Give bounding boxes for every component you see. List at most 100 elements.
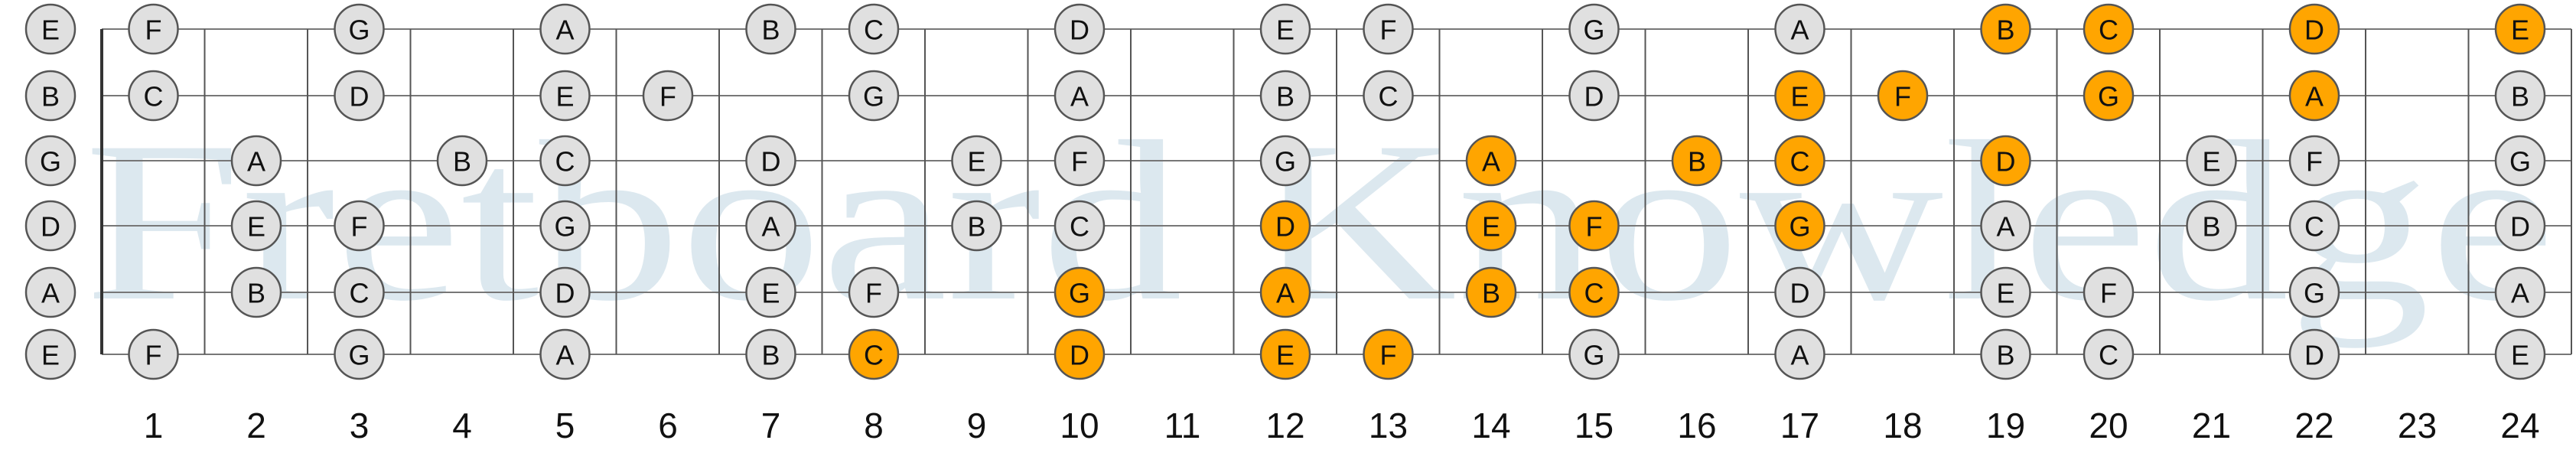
note-label: F [1380,15,1397,46]
note-fret-17-string-4: G [1774,200,1825,252]
note-circle [642,70,694,122]
fret-number-11: 11 [1164,406,1201,445]
highlighted-note-circle [2288,3,2340,55]
note-fret-21-string-4: B [2186,200,2237,252]
note-label: E [967,146,985,178]
note-label: A [2511,278,2529,309]
fret-number-16: 16 [1677,406,1716,445]
note-label: D [1996,146,2016,178]
highlighted-note-circle [1980,3,2031,55]
note-circle [128,70,179,122]
fret-lines [100,29,2572,354]
note-circle [2494,135,2546,187]
note-fret-12-string-6: E [1259,328,1311,380]
note-label: B [453,146,471,178]
note-circle [436,135,488,187]
note-circle [2288,328,2340,380]
note-fret-15-string-6: G [1568,328,1620,380]
highlighted-note-circle [1259,266,1311,318]
note-label: E [1482,211,1500,243]
note-fret-13-string-6: F [1363,328,1414,380]
open-note-string-5: A [24,266,77,318]
note-fret-24-string-3: G [2494,135,2546,187]
fret-number-2: 2 [246,406,266,445]
fret-number-8: 8 [864,406,884,445]
note-fret-8-string-6: C [848,328,900,380]
note-circle [2083,328,2135,380]
note-label: B [1276,81,1295,112]
note-label: A [247,146,265,178]
note-label: G [1789,211,1810,243]
note-circle [230,200,282,252]
note-label: D [2510,211,2530,243]
note-fret-8-string-1: C [848,3,900,55]
note-fret-5-string-6: A [539,328,591,380]
note-label: G [2509,146,2531,178]
highlighted-note-circle [1363,328,1414,380]
highlighted-note-circle [1465,135,1517,187]
note-fret-22-string-5: G [2288,266,2340,318]
note-fret-3-string-4: F [334,200,385,252]
note-fret-4-string-3: B [436,135,488,187]
note-fret-8-string-5: F [848,266,900,318]
fret-number-5: 5 [555,406,575,445]
note-label: C [350,278,370,309]
note-fret-24-string-6: E [2494,328,2546,380]
note-fret-19-string-6: B [1980,328,2031,380]
note-fret-17-string-3: C [1774,135,1825,187]
note-label: D [1070,340,1089,371]
note-label: D [555,278,575,309]
note-fret-20-string-1: C [2083,3,2135,55]
note-fret-1-string-2: C [128,70,179,122]
highlighted-note-circle [2083,70,2135,122]
note-circle [1774,328,1825,380]
note-label: A [761,211,780,243]
note-fret-19-string-1: B [1980,3,2031,55]
note-fret-17-string-1: A [1774,3,1825,55]
highlighted-note-circle [1465,200,1517,252]
note-label: G [348,340,370,371]
note-fret-22-string-1: D [2288,3,2340,55]
note-circle [1568,70,1620,122]
fretted-notes: FCFAEBGDFCGBAECGDAFBDAEBCGFCEBDAFCGDEBGD… [128,3,2546,380]
note-circle [24,135,77,187]
note-fret-2-string-4: E [230,200,282,252]
note-circle [334,200,385,252]
highlighted-note-circle [2288,70,2340,122]
note-fret-15-string-2: D [1568,70,1620,122]
note-circle [2288,266,2340,318]
note-label: D [2304,340,2324,371]
highlighted-note-circle [1980,135,2031,187]
note-fret-22-string-2: A [2288,70,2340,122]
note-label: E [761,278,780,309]
note-fret-15-string-1: G [1568,3,1620,55]
fret-number-15: 15 [1575,406,1614,445]
note-label: F [659,81,676,112]
note-circle [2494,200,2546,252]
open-note-string-6: E [24,328,77,380]
note-circle [745,266,796,318]
note-fret-18-string-2: F [1877,70,1929,122]
highlighted-note-circle [1568,200,1620,252]
highlighted-note-circle [2083,3,2135,55]
note-fret-13-string-1: F [1363,3,1414,55]
note-label: D [2304,15,2324,46]
fret-number-13: 13 [1369,406,1408,445]
note-circle [230,135,282,187]
note-circle [848,3,900,55]
note-circle [539,70,591,122]
note-label: G [863,81,884,112]
note-circle [24,266,77,318]
note-label: F [1380,340,1397,371]
watermark-text: Fretboard Knowledge [84,94,2555,349]
note-label: E [555,81,574,112]
note-label: F [865,278,882,309]
note-fret-22-string-3: F [2288,135,2340,187]
note-circle [24,328,77,380]
note-label: A [2305,81,2324,112]
note-fret-12-string-3: G [1259,135,1311,187]
note-circle [230,266,282,318]
note-label: A [555,340,574,371]
note-circle [1054,3,1106,55]
